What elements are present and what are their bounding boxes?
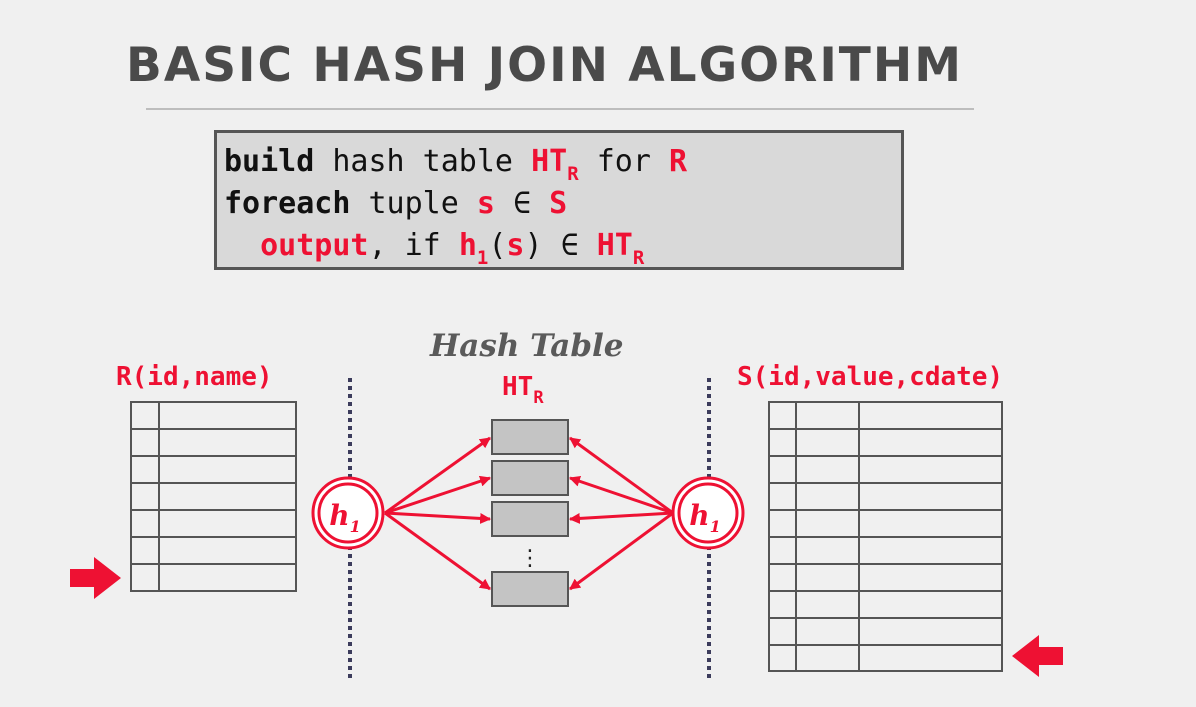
paren-close: ) <box>524 228 543 263</box>
paren-open: ( <box>488 228 507 263</box>
code-text: hash table <box>314 144 532 179</box>
hash-bucket <box>491 419 569 455</box>
hash-bucket <box>491 460 569 496</box>
hash-table-ref-sub: R <box>567 163 579 185</box>
title-divider <box>146 108 974 110</box>
right-hash-function: h1 <box>671 476 745 550</box>
bucket-ellipsis: ⋮ <box>519 546 541 571</box>
svg-text:h1: h1 <box>329 499 361 536</box>
hash-table-name-sub: R <box>533 388 544 408</box>
hash-table-ref: HT <box>596 228 633 263</box>
relation-r-table <box>130 401 297 592</box>
relation-ref: R <box>668 144 688 179</box>
element-of-symbol: ∈ <box>542 228 597 263</box>
tuple-var: s <box>506 228 525 263</box>
pseudocode-box: build hash table HTR for R foreach tuple… <box>214 130 904 270</box>
code-line-1: build hash table HTR for R <box>224 141 901 185</box>
code-text: , if <box>368 228 459 263</box>
hash-table-name-main: HT <box>502 372 534 402</box>
keyword-output: output <box>260 228 369 263</box>
tuple-var: s <box>476 186 495 221</box>
hash-bucket <box>491 501 569 537</box>
code-text: tuple <box>350 186 477 221</box>
relation-s-table <box>768 401 1003 672</box>
hash-fn-ref: h <box>458 228 477 263</box>
hash-table-ref: HT <box>531 144 568 179</box>
svg-text:h1: h1 <box>689 499 721 536</box>
left-hash-arrows <box>384 436 492 591</box>
code-text: for <box>578 144 669 179</box>
right-hash-arrows <box>568 436 674 591</box>
keyword-foreach: foreach <box>224 186 351 221</box>
left-hash-function: h1 <box>311 476 385 550</box>
hash-table-title: Hash Table <box>430 328 624 364</box>
r-cursor-arrow-icon <box>70 557 121 599</box>
slide-title: BASIC HASH JOIN ALGORITHM <box>126 38 963 93</box>
s-cursor-arrow-icon <box>1012 635 1063 677</box>
code-line-2: foreach tuple s ∈ S <box>224 183 901 225</box>
hash-table-ref-sub: R <box>632 247 645 269</box>
hash-bucket <box>491 571 569 607</box>
hash-fn-ref-sub: 1 <box>476 247 489 269</box>
relation-ref: S <box>549 186 568 221</box>
keyword-build: build <box>224 144 315 179</box>
relation-s-label: S(id,value,cdate) <box>737 362 1004 392</box>
hash-table-name: HTR <box>502 372 544 408</box>
hash-table-buckets <box>491 419 569 607</box>
element-of-symbol: ∈ <box>494 186 550 221</box>
code-line-3: output, if h1(s) ∈ HTR <box>224 225 901 269</box>
relation-r-label: R(id,name) <box>116 362 273 392</box>
